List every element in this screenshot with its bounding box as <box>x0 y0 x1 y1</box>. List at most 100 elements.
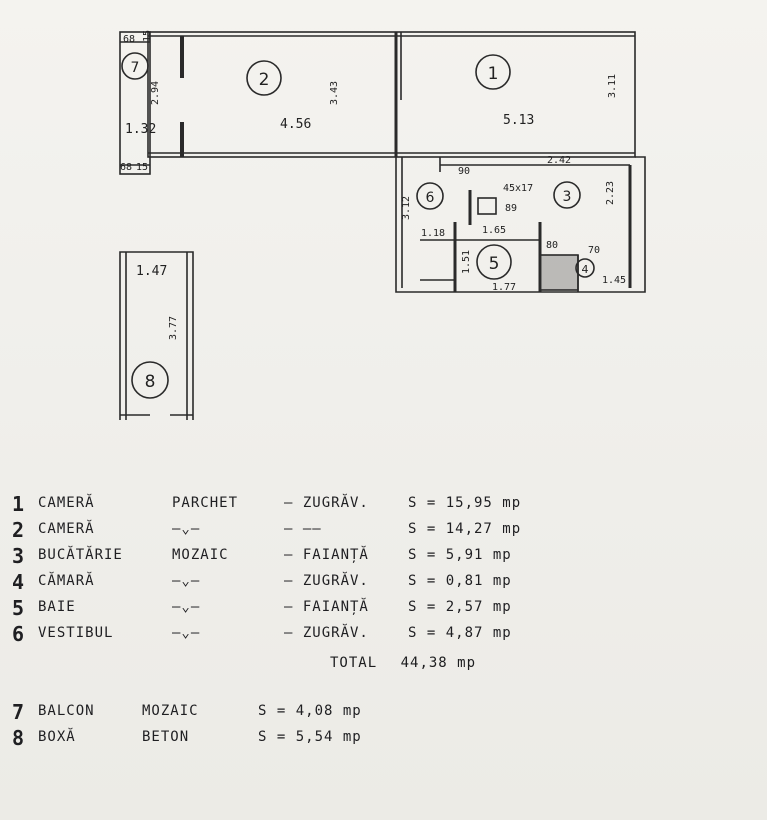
room-name: BUCĂTĂRIE <box>38 547 123 563</box>
dim-label: 3.11 <box>607 74 618 98</box>
room-index: 4 <box>12 570 26 594</box>
room-area: S = 4,87 mp <box>408 625 512 641</box>
room-area: S = 4,08 mp <box>258 703 362 719</box>
room-2-number: 2 <box>259 70 270 90</box>
dim-label: 2.42 <box>547 155 571 166</box>
dim-label: 4.56 <box>280 117 311 132</box>
dim-label: 68 <box>123 34 135 45</box>
floor-plan: 1 2 3 4 5 6 7 8 68 15 2.94 1.32 68 15 4.… <box>119 30 646 420</box>
room-name: CĂMARĂ <box>38 573 95 589</box>
wall-finish: – FAIANȚĂ <box>284 547 369 563</box>
room-area: S = 0,81 mp <box>408 573 512 589</box>
room-4-number: 4 <box>582 263 589 276</box>
floor-finish: BETON <box>142 729 190 745</box>
legend-row: 3 BUCĂTĂRIE MOZAIC – FAIANȚĂ S = 5,91 mp <box>12 544 572 573</box>
dim-label: 80 <box>546 240 558 251</box>
legend-row: 5 BAIE —⌄— – FAIANȚĂ S = 2,57 mp <box>12 596 572 625</box>
box-outline <box>119 251 194 420</box>
room-name: BOXĂ <box>38 729 76 745</box>
wall-finish: – —— <box>284 521 322 537</box>
room-area: S = 5,91 mp <box>408 547 512 563</box>
floor-finish: —⌄— <box>172 599 201 615</box>
dim-label: 15 <box>142 30 153 42</box>
room-name: CAMERĂ <box>38 495 95 511</box>
room-1-circle <box>475 54 511 90</box>
room-7-circle <box>121 52 149 80</box>
dim-label: 1.45 <box>602 275 626 286</box>
extra-row: 7 BALCON MOZAIC S = 4,08 mp <box>12 700 412 729</box>
room-index: 3 <box>12 544 26 568</box>
dim-label: 3.43 <box>329 81 340 105</box>
room-3-number: 3 <box>563 189 572 205</box>
wall-finish: – ZUGRĂV. <box>284 625 369 641</box>
room-8-number: 8 <box>145 372 156 392</box>
column <box>477 197 497 215</box>
legend-row: 4 CĂMARĂ —⌄— – ZUGRĂV. S = 0,81 mp <box>12 570 572 599</box>
legend-row: 2 CAMERĂ —⌄— – —— S = 14,27 mp <box>12 518 572 547</box>
room-8-circle <box>131 361 169 399</box>
room-6-number: 6 <box>426 190 435 206</box>
room-2-circle <box>246 60 282 96</box>
room-index: 1 <box>12 492 26 516</box>
dim-label: 1.18 <box>421 228 445 239</box>
room-index: 6 <box>12 622 26 646</box>
dim-label: 89 <box>505 203 517 214</box>
main-block-outline <box>147 31 636 158</box>
dim-label: 1.77 <box>492 282 516 293</box>
dim-label: 1.47 <box>136 264 167 279</box>
dim-label: 15 <box>136 162 148 173</box>
dim-label: 3.12 <box>401 196 412 220</box>
room-area: S = 15,95 mp <box>408 495 522 511</box>
room-4-circle <box>575 258 595 278</box>
floor-finish: MOZAIC <box>142 703 199 719</box>
legend-row: 1 CAMERĂ PARCHET – ZUGRĂV. S = 15,95 mp <box>12 492 572 521</box>
room-1-number: 1 <box>488 64 499 84</box>
lower-block-outline <box>395 156 646 293</box>
dim-label: 68 <box>120 162 132 173</box>
room-name: BALCON <box>38 703 95 719</box>
room-7-number: 7 <box>131 60 140 76</box>
room-name: BAIE <box>38 599 76 615</box>
room-area: S = 2,57 mp <box>408 599 512 615</box>
room-index: 5 <box>12 596 26 620</box>
pantry-fill <box>539 254 579 291</box>
room-6-circle <box>416 182 444 210</box>
dim-label: 1.65 <box>482 225 506 236</box>
dim-label: 1.51 <box>461 250 472 274</box>
dim-label: 3.77 <box>168 316 179 340</box>
dim-label: 2.23 <box>605 181 616 205</box>
wall-finish: – FAIANȚĂ <box>284 599 369 615</box>
room-5-circle <box>476 244 512 280</box>
balcony-outline <box>119 31 151 175</box>
total-value: 44,38 mp <box>400 655 477 671</box>
room-name: VESTIBUL <box>38 625 114 641</box>
legend-row: 6 VESTIBUL —⌄— – ZUGRĂV. S = 4,87 mp <box>12 622 572 651</box>
extra-row: 8 BOXĂ BETON S = 5,54 mp <box>12 726 412 755</box>
room-index: 8 <box>12 726 26 750</box>
room-index: 2 <box>12 518 26 542</box>
room-3-circle <box>553 181 581 209</box>
floor-finish: —⌄— <box>172 521 201 537</box>
room-area: S = 14,27 mp <box>408 521 522 537</box>
dim-label: 90 <box>458 166 470 177</box>
extra-spaces: 7 BALCON MOZAIC S = 4,08 mp 8 BOXĂ BETON… <box>12 700 412 755</box>
dim-label: 45x17 <box>503 183 533 194</box>
dim-label: 70 <box>588 245 600 256</box>
dim-label: 1.32 <box>125 122 156 137</box>
floor-finish: MOZAIC <box>172 547 229 563</box>
wall-finish: – ZUGRĂV. <box>284 573 369 589</box>
room-index: 7 <box>12 700 26 724</box>
total-label: TOTAL <box>330 655 378 671</box>
room-legend: 1 CAMERĂ PARCHET – ZUGRĂV. S = 15,95 mp … <box>12 492 572 651</box>
wall-finish: – ZUGRĂV. <box>284 495 369 511</box>
floor-finish: PARCHET <box>172 495 239 511</box>
room-name: CAMERĂ <box>38 521 95 537</box>
total-area: TOTAL 44,38 mp <box>330 655 490 671</box>
dim-label: 2.94 <box>150 81 161 105</box>
dim-label: 5.13 <box>503 113 534 128</box>
room-5-number: 5 <box>489 254 500 274</box>
floor-finish: —⌄— <box>172 625 201 641</box>
floor-finish: —⌄— <box>172 573 201 589</box>
room-area: S = 5,54 mp <box>258 729 362 745</box>
